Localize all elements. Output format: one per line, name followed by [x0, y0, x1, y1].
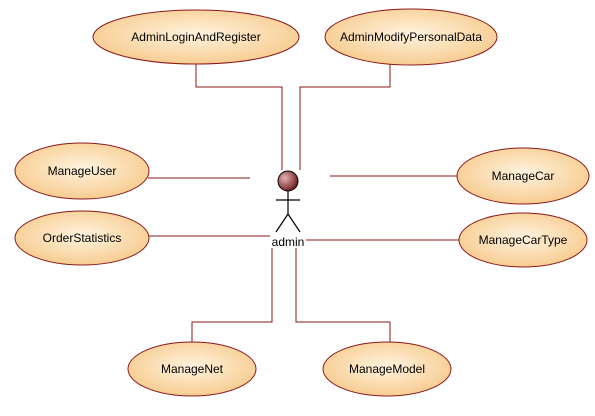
actor-body-icon [275, 191, 301, 233]
usecase-admin-modify-personal-data[interactable]: AdminModifyPersonalData [324, 8, 498, 66]
usecase-ellipse [92, 9, 300, 65]
usecase-admin-login-and-register[interactable]: AdminLoginAndRegister [92, 9, 300, 65]
usecase-label: OrderStatistics [43, 231, 122, 245]
actor-head-icon [277, 170, 299, 192]
usecase-ellipse [324, 8, 498, 66]
usecase-manage-net[interactable]: ManageNet [127, 341, 257, 397]
usecase-label: ManageNet [161, 362, 224, 376]
usecase-manage-car-type[interactable]: ManageCarType [458, 212, 588, 268]
usecase-ellipse [14, 210, 150, 266]
associations [148, 63, 460, 343]
association-manage-net [191, 248, 273, 343]
usecase-manage-model[interactable]: ManageModel [322, 341, 452, 397]
usecase-ellipse [456, 147, 590, 205]
usecase-order-statistics[interactable]: OrderStatistics [14, 210, 150, 266]
usecase-ellipse [14, 142, 150, 200]
usecase-ellipse [458, 212, 588, 268]
association-manage-model [295, 248, 391, 343]
usecase-label: ManageCarType [479, 233, 568, 247]
usecase-ellipse [127, 341, 257, 397]
association-admin-modify-personal-data [299, 63, 391, 170]
usecase-label: ManageModel [349, 362, 425, 376]
usecase-label: AdminLoginAndRegister [131, 30, 260, 44]
usecase-label: ManageCar [492, 169, 555, 183]
usecase-label: ManageUser [48, 164, 117, 178]
usecase-manage-user[interactable]: ManageUser [14, 142, 150, 200]
usecase-manage-car[interactable]: ManageCar [456, 147, 590, 205]
usecase-ellipse [322, 341, 452, 397]
actor-admin[interactable]: admin [272, 170, 305, 249]
usecase-label: AdminModifyPersonalData [340, 30, 482, 44]
actor-label: admin [272, 235, 305, 249]
association-admin-login-and-register [195, 63, 283, 170]
